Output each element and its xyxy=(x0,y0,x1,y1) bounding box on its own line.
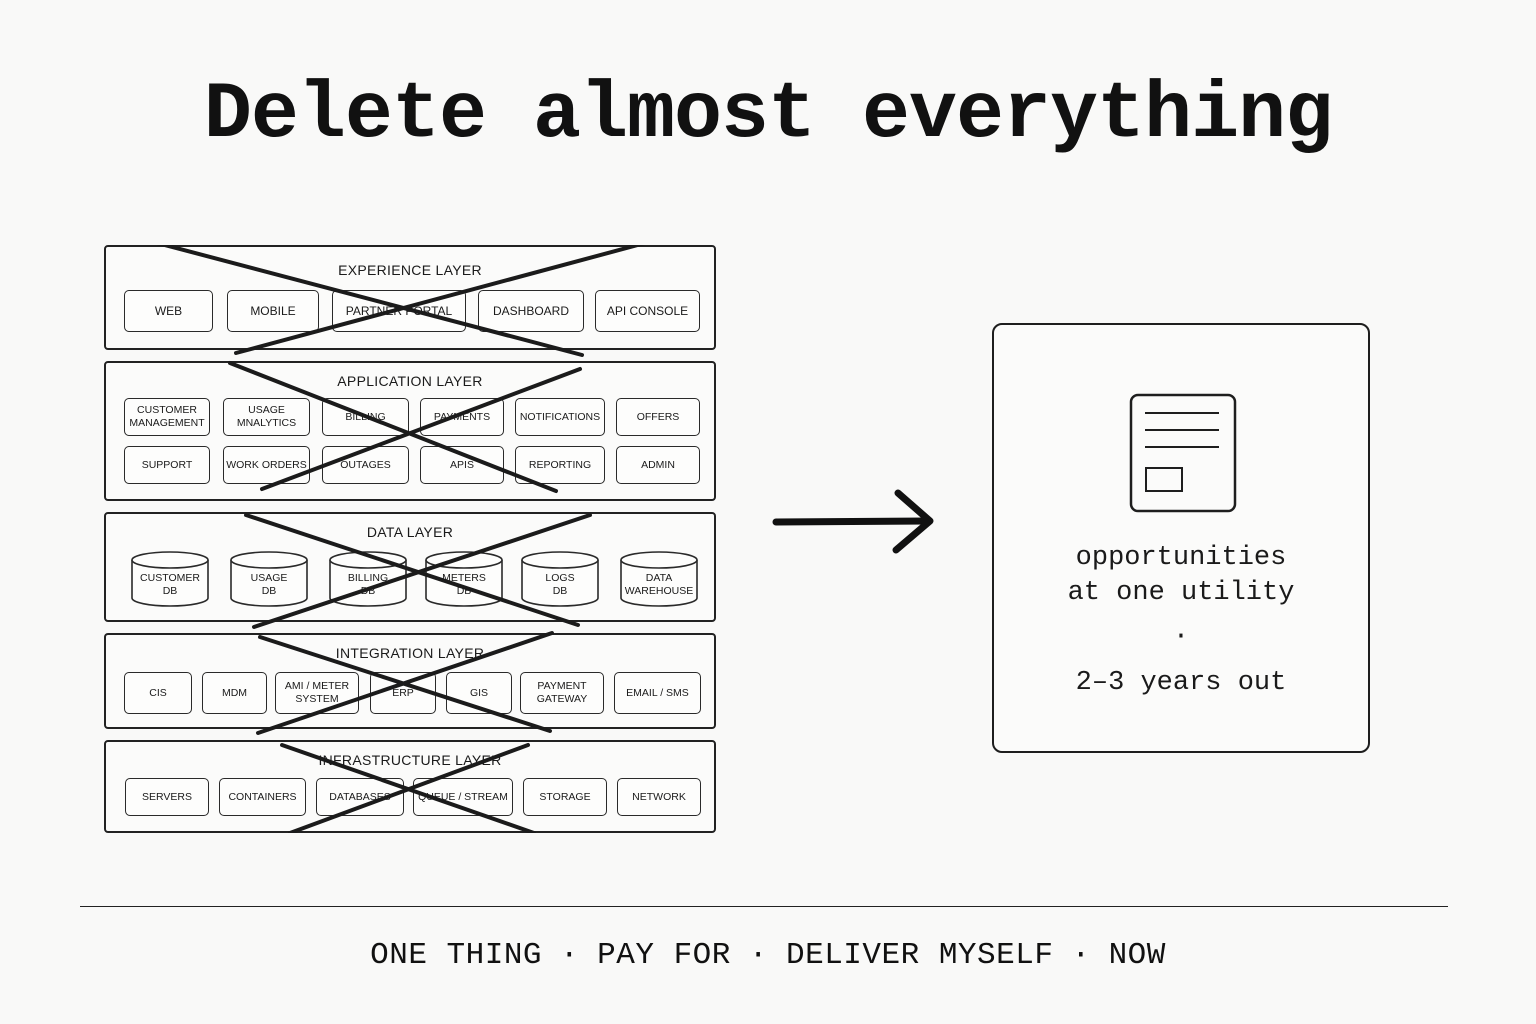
card-line-1: opportunities xyxy=(1075,543,1287,573)
component-box: DATABASES xyxy=(316,778,404,816)
footer-separator: · xyxy=(560,938,580,973)
result-card: opportunities at one utility · 2–3 years… xyxy=(992,323,1370,753)
component-box: BILLING xyxy=(322,398,409,436)
footer-separator: · xyxy=(748,938,768,973)
data-layer: DATA LAYER CUSTOMER DB USAGE DB BILLING … xyxy=(104,512,716,622)
component-box: ADMIN xyxy=(616,446,700,484)
document-icon xyxy=(1129,393,1237,513)
layer-title: INFRASTRUCTURE LAYER xyxy=(318,752,502,768)
database-cylinder: LOGS DB xyxy=(520,550,600,608)
database-cylinder: CUSTOMER DB xyxy=(130,550,210,608)
layer-title: DATA LAYER xyxy=(366,524,454,540)
component-box: CUSTOMER MANAGEMENT xyxy=(124,398,210,436)
footer-item: PAY FOR xyxy=(597,938,731,973)
component-box: CIS xyxy=(124,672,192,714)
component-box: AMI / METER SYSTEM xyxy=(275,672,359,714)
component-box: STORAGE xyxy=(523,778,607,816)
integration-layer: INTEGRATION LAYER CIS MDM AMI / METER SY… xyxy=(104,633,716,729)
component-box: ERP xyxy=(370,672,436,714)
layer-title: EXPERIENCE LAYER xyxy=(338,262,482,278)
card-line-3: 2–3 years out xyxy=(1075,668,1287,698)
component-box: NETWORK xyxy=(617,778,701,816)
component-box: API CONSOLE xyxy=(595,290,700,332)
component-box: REPORTING xyxy=(515,446,605,484)
page-title: Delete almost everything xyxy=(203,70,1333,161)
component-box: DASHBOARD xyxy=(478,290,584,332)
database-label: BILLING DB xyxy=(347,572,389,597)
component-box: QUEUE / STREAM xyxy=(413,778,513,816)
footer-principles: ONE THING · PAY FOR · DELIVER MYSELF · NOW xyxy=(0,938,1536,973)
component-box: PAYMENT GATEWAY xyxy=(520,672,604,714)
database-cylinder: USAGE DB xyxy=(229,550,309,608)
component-box: MOBILE xyxy=(227,290,319,332)
component-box: WORK ORDERS xyxy=(223,446,310,484)
database-label: METERS DB xyxy=(442,572,486,597)
card-dot: · xyxy=(1172,622,1190,652)
database-icon xyxy=(620,551,698,607)
component-box: PAYMENTS xyxy=(420,398,504,436)
database-label: CUSTOMER DB xyxy=(140,572,200,597)
component-box: EMAIL / SMS xyxy=(614,672,701,714)
component-box: USAGE MNALYTICS xyxy=(223,398,310,436)
database-label: USAGE DB xyxy=(250,572,288,597)
component-box: SUPPORT xyxy=(124,446,210,484)
card-line-2: at one utility xyxy=(1067,578,1295,608)
database-label: LOGS DB xyxy=(545,572,575,597)
database-cylinder: BILLING DB xyxy=(328,550,408,608)
footer-item: DELIVER MYSELF xyxy=(786,938,1054,973)
component-box: OFFERS xyxy=(616,398,700,436)
database-label: DATA WAREHOUSE xyxy=(624,572,694,597)
component-box: SERVERS xyxy=(125,778,209,816)
component-box: PARTNER PORTAL xyxy=(332,290,466,332)
footer-item: ONE THING xyxy=(370,938,543,973)
component-box: WEB xyxy=(124,290,213,332)
architecture-stack: EXPERIENCE LAYER WEB MOBILE PARTNER PORT… xyxy=(104,245,718,833)
component-box: NOTIFICATIONS xyxy=(515,398,605,436)
application-layer: APPLICATION LAYER CUSTOMER MANAGEMENT US… xyxy=(104,361,716,501)
experience-layer: EXPERIENCE LAYER WEB MOBILE PARTNER PORT… xyxy=(104,245,716,350)
component-box: MDM xyxy=(202,672,267,714)
database-cylinder: METERS DB xyxy=(424,550,504,608)
footer-item: NOW xyxy=(1108,938,1166,973)
footer-separator: · xyxy=(1071,938,1091,973)
footer-divider xyxy=(80,906,1448,907)
component-box: CONTAINERS xyxy=(219,778,306,816)
component-box: GIS xyxy=(446,672,512,714)
database-cylinder: DATA WAREHOUSE xyxy=(619,550,699,608)
right-arrow-icon xyxy=(772,489,934,554)
layer-title: APPLICATION LAYER xyxy=(337,373,483,389)
component-box: OUTAGES xyxy=(322,446,409,484)
layer-title: INTEGRATION LAYER xyxy=(335,645,485,661)
database-icon xyxy=(131,551,209,607)
component-box: APIS xyxy=(420,446,504,484)
infrastructure-layer: INFRASTRUCTURE LAYER SERVERS CONTAINERS … xyxy=(104,740,716,833)
